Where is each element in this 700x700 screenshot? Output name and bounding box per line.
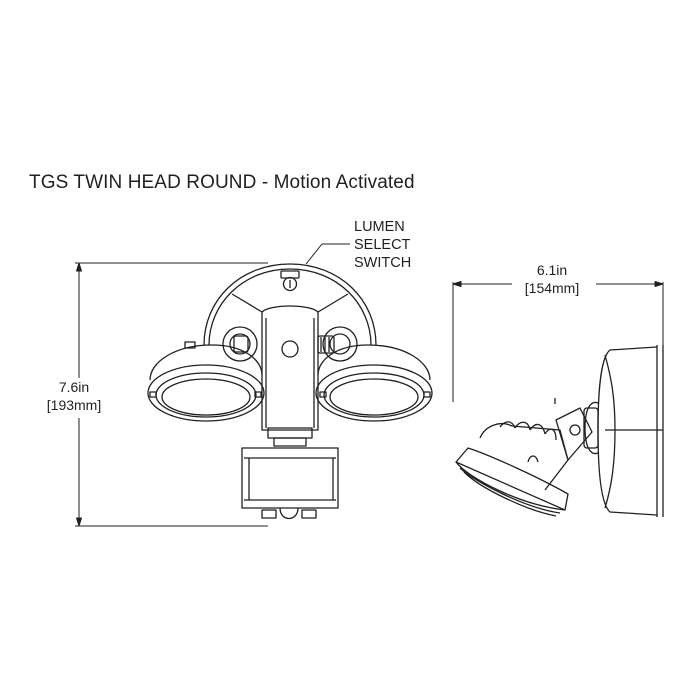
height-dimension-label: 7.6in [193mm]	[34, 378, 114, 414]
front-view-fixture	[147, 263, 433, 520]
depth-metric: [154mm]	[524, 280, 580, 296]
side-view-fixture	[455, 345, 664, 517]
callout-leader-line	[305, 243, 350, 265]
height-dimension-line	[75, 262, 268, 527]
lumen-select-switch-label: LUMEN SELECT SWITCH	[354, 219, 412, 271]
depth-dimension-line	[452, 281, 664, 402]
depth-dimension-label: 6.1in [154mm]	[512, 261, 592, 297]
diagram-title: TGS TWIN HEAD ROUND - Motion Activated	[29, 172, 415, 193]
height-metric: [193mm]	[46, 397, 102, 413]
height-imperial: 7.6in	[58, 379, 90, 395]
depth-imperial: 6.1in	[536, 262, 568, 278]
